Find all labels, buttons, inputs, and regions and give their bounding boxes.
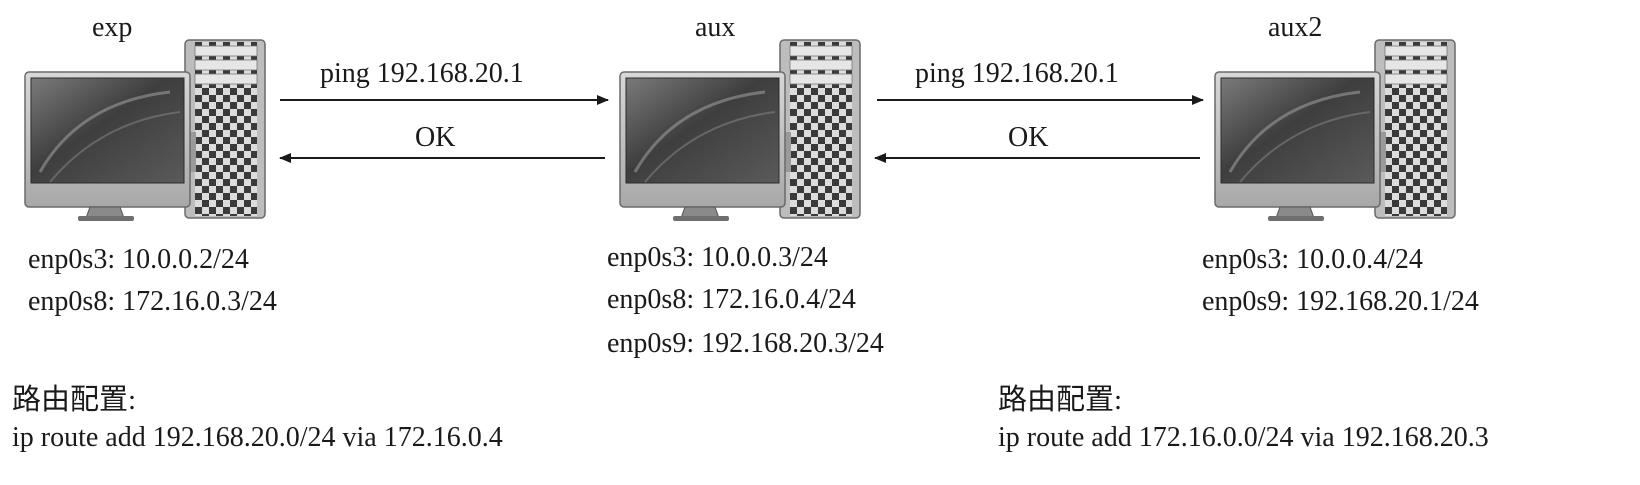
ping-label-aux-aux2: ping 192.168.20.1 [915,58,1119,89]
host-name-aux: aux [695,12,736,43]
request-arrow-exp-aux [280,95,609,105]
interface-aux-1: enp0s8: 172.16.0.4/24 [607,284,856,315]
ping-label-exp-aux: ping 192.168.20.1 [320,58,524,89]
interface-aux-2: enp0s9: 192.168.20.3/24 [607,328,884,359]
reply-arrow-exp-aux [279,153,605,163]
ok-label-exp-aux: OK [415,122,456,153]
host-name-aux2: aux2 [1268,12,1323,43]
route-config-title-aux2: 路由配置: [998,384,1123,416]
host-name-exp: exp [92,12,133,43]
interface-exp-1: enp0s8: 172.16.0.3/24 [28,286,277,317]
route-command-aux2: ip route add 172.16.0.0/24 via 192.168.2… [998,422,1489,453]
computer-icon-exp [23,38,267,222]
ok-label-aux-aux2: OK [1008,122,1049,153]
request-arrow-aux-aux2 [877,95,1204,105]
interface-exp-0: enp0s3: 10.0.0.2/24 [28,244,249,275]
interface-aux2-1: enp0s9: 192.168.20.1/24 [1202,286,1479,317]
computer-icon-aux [618,38,862,222]
reply-arrow-aux-aux2 [874,153,1200,163]
interface-aux2-0: enp0s3: 10.0.0.4/24 [1202,244,1423,275]
computer-icon-aux2 [1213,38,1457,222]
route-command-exp: ip route add 192.168.20.0/24 via 172.16.… [12,422,503,453]
interface-aux-0: enp0s3: 10.0.0.3/24 [607,242,828,273]
route-config-title-exp: 路由配置: [12,384,137,416]
